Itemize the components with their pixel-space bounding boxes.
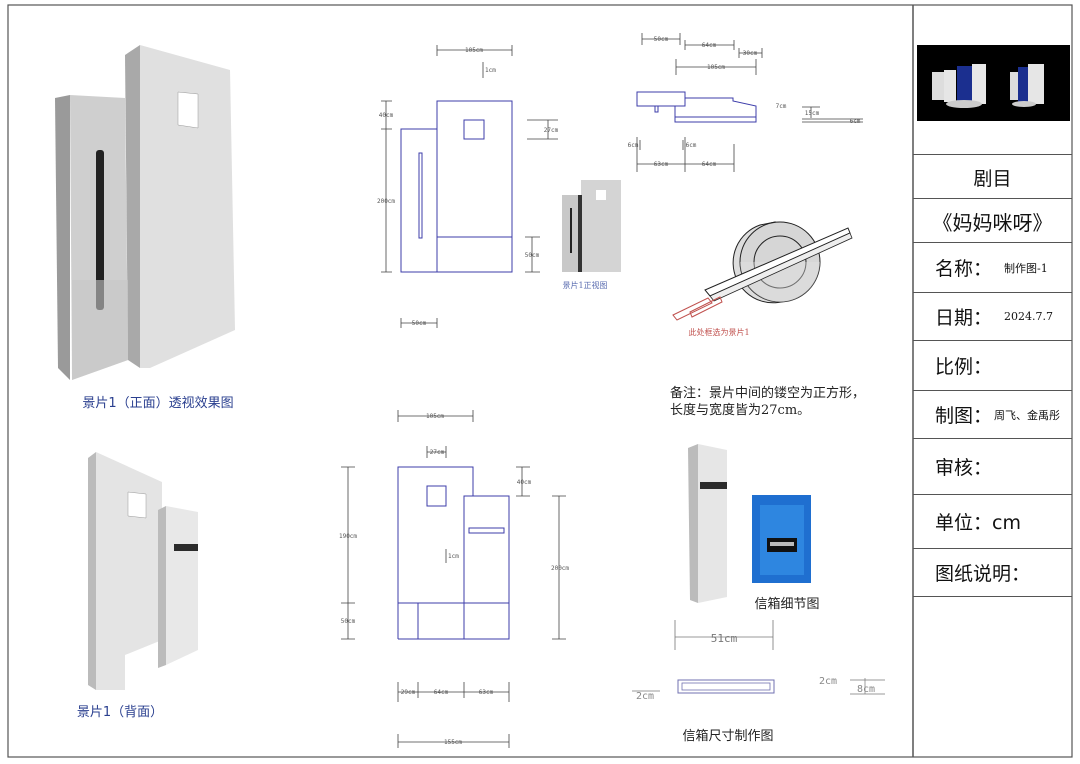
dim-label: 200cm — [551, 565, 569, 572]
title-scale-row: 比例： — [913, 340, 1072, 390]
dim-label: 2cm — [636, 691, 654, 702]
dim-label: 190cm — [339, 533, 357, 540]
front-render-caption: 景片1（正面）透视效果图 — [82, 396, 233, 411]
dim-label: 6cm — [850, 118, 861, 125]
mailbox-detail-caption: 信箱细节图 — [754, 596, 819, 612]
date-label: 日期： — [935, 307, 993, 329]
front-perspective-render — [55, 45, 235, 380]
dim-label: 8cm — [857, 684, 875, 695]
plan-view-drawing — [636, 33, 863, 172]
dim-label: 105cm — [426, 413, 444, 420]
dim-label: 200cm — [377, 198, 395, 205]
dim-label: 105cm — [707, 64, 725, 71]
sheet-border — [7, 4, 1073, 758]
dim-label: 50cm — [412, 320, 427, 327]
scene-thumbnail — [917, 45, 1070, 121]
date-value: 2024.7.7 — [1004, 310, 1053, 323]
review-label: 审核： — [935, 457, 993, 479]
scale-label: 比例： — [935, 356, 993, 378]
dim-label: 105cm — [465, 47, 483, 54]
dim-label: 7cm — [776, 103, 787, 110]
title-date-row: 日期： 2024.7.7 — [913, 292, 1072, 340]
dim-label: 64cm — [434, 689, 449, 696]
dim-label: 64cm — [702, 161, 717, 168]
dim-label: 50cm — [654, 36, 669, 43]
dim-label: 1cm — [485, 67, 496, 74]
dim-label: 1cm — [448, 553, 459, 560]
title-notes-row: 图纸说明： — [913, 548, 1072, 597]
title-drafter-row: 制图：周飞、金禹彤 — [913, 390, 1072, 438]
name-label: 名称： — [935, 258, 993, 280]
back-elevation-drawing — [341, 410, 566, 748]
play-name: 《妈妈咪呀》 — [932, 210, 1053, 235]
notes-label: 图纸说明： — [935, 563, 1031, 585]
title-review-row: 审核： — [913, 438, 1072, 494]
unit-label: 单位：cm — [935, 512, 1021, 534]
dim-label: 63cm — [654, 161, 669, 168]
mailbox-dims-caption: 信箱尺寸制作图 — [682, 728, 773, 744]
front-view-caption: 景片1正视图 — [562, 280, 607, 290]
note-line-1: 备注：景片中间的镂空为正方形， — [670, 385, 865, 401]
mailbox-dimension-drawing — [632, 620, 885, 695]
dim-label: 50cm — [341, 618, 356, 625]
note-line-2: 长度与宽度皆为27cm。 — [670, 402, 810, 418]
plan-selection-caption: 此处框选为景片1 — [688, 327, 749, 337]
dim-label: 40cm — [517, 479, 532, 486]
dim-label: 29cm — [401, 689, 416, 696]
name-value: 制作图-1 — [1004, 261, 1048, 275]
stage-layout-plan — [672, 221, 853, 321]
dim-label: 63cm — [479, 689, 494, 696]
dim-label: 15cm — [805, 110, 820, 117]
dim-label: 64cm — [702, 42, 717, 49]
dim-label: 50cm — [525, 252, 540, 259]
dim-label: 40cm — [379, 112, 394, 119]
play-label: 剧目 — [973, 167, 1012, 190]
mailbox-detail-photos — [688, 444, 811, 603]
dim-label: 30cm — [743, 50, 758, 57]
title-name-row: 名称： 制作图-1 — [913, 242, 1072, 292]
dim-label: 2cm — [819, 676, 837, 687]
back-perspective-render — [88, 452, 198, 690]
dim-label: 27cm — [544, 127, 559, 134]
title-unit-row: 单位：cm — [913, 494, 1072, 548]
title-play-name: 《妈妈咪呀》 — [913, 198, 1072, 243]
dim-label: 27cm — [430, 449, 445, 456]
drafter-value: 周飞、金禹彤 — [994, 408, 1061, 422]
front-elevation-drawing — [381, 45, 558, 328]
dim-label: 6cm — [686, 142, 697, 149]
back-render-caption: 景片1（背面） — [77, 705, 163, 720]
dim-label: 51cm — [711, 632, 738, 645]
dim-label: 155cm — [444, 739, 462, 746]
drafter-label: 制图： — [935, 405, 993, 427]
dim-label: 6cm — [628, 142, 639, 149]
front-view-photo — [562, 180, 621, 272]
title-play-label: 剧目 — [913, 154, 1072, 199]
